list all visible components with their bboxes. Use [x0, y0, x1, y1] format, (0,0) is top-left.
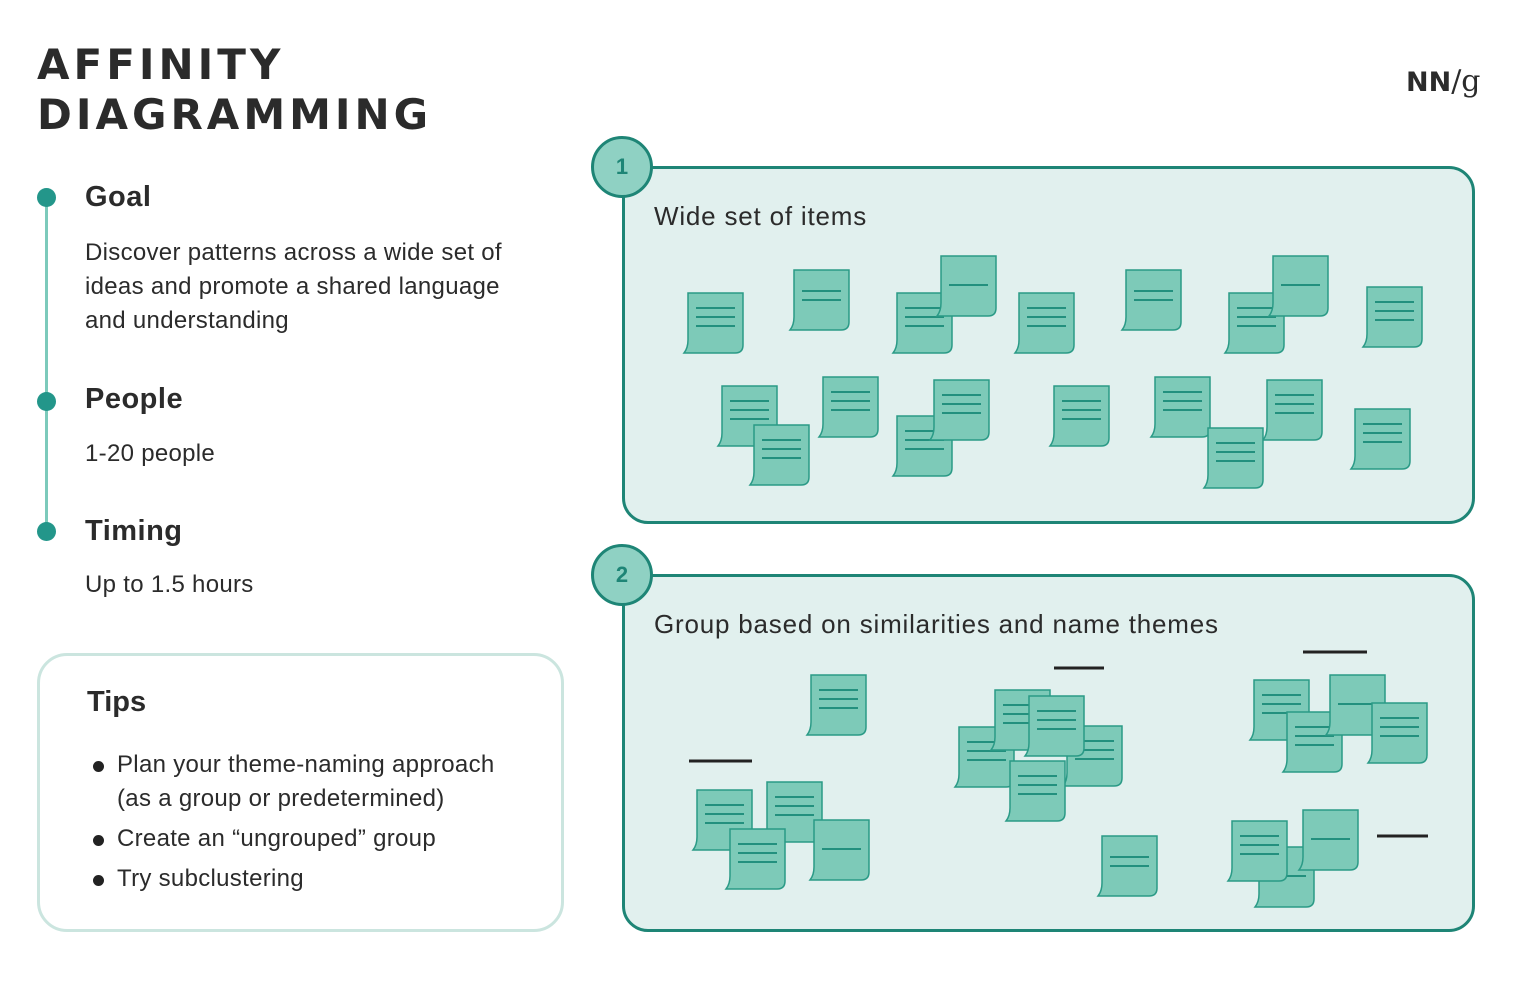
tip-item: Create an “ungrouped” group: [90, 822, 530, 856]
timing-text: Up to 1.5 hours: [85, 571, 254, 598]
tip-item: Plan your theme-naming approach (as a gr…: [90, 748, 530, 816]
sticky-note: [1048, 385, 1110, 447]
sticky-note: [1013, 292, 1075, 354]
sticky-note: [1366, 702, 1428, 764]
timeline-dot: [37, 522, 56, 541]
step-2-title: Group based on similarities and name the…: [654, 609, 1219, 639]
people-text: 1-20 people: [85, 440, 216, 467]
tip-item: Try subclustering: [90, 862, 530, 896]
sticky-note: [808, 819, 870, 881]
sticky-note: [1226, 820, 1288, 882]
step-1-title: Wide set of items: [654, 201, 867, 231]
sticky-note: [1261, 379, 1323, 441]
timing-heading: Timing: [85, 515, 183, 547]
nng-logo: NN/g: [1406, 64, 1481, 99]
tips-list: Plan your theme-naming approach (as a gr…: [90, 748, 530, 902]
sticky-note: [1202, 427, 1264, 489]
sticky-note: [1149, 376, 1211, 438]
sticky-note: [1004, 760, 1066, 822]
sticky-note: [788, 269, 850, 331]
people-heading: People: [85, 383, 184, 415]
timeline-dot: [37, 392, 56, 411]
sticky-note: [1223, 292, 1285, 354]
sticky-note: [928, 379, 990, 441]
timeline-line: [45, 198, 48, 532]
goal-heading: Goal: [85, 181, 152, 213]
sticky-note: [1023, 695, 1085, 757]
sticky-note: [1361, 286, 1423, 348]
sticky-note: [1096, 835, 1158, 897]
sticky-note: [724, 828, 786, 890]
sticky-note: [891, 292, 953, 354]
goal-text: Discover patterns across a wide set of i…: [85, 239, 502, 334]
sticky-note: [805, 674, 867, 736]
tips-heading: Tips: [87, 686, 147, 718]
sticky-note: [935, 255, 997, 317]
tips-box: Tips Plan your theme-naming approach (as…: [37, 653, 564, 932]
sticky-note: [682, 292, 744, 354]
step-1-badge: 1: [591, 136, 653, 198]
step-2-badge: 2: [591, 544, 653, 606]
sticky-note: [748, 424, 810, 486]
sticky-note: [1120, 269, 1182, 331]
sticky-note: [1267, 255, 1329, 317]
sticky-note: [1281, 711, 1343, 773]
timeline-dot: [37, 188, 56, 207]
sticky-note: [817, 376, 879, 438]
sticky-note: [1349, 408, 1411, 470]
sticky-note: [1297, 809, 1359, 871]
